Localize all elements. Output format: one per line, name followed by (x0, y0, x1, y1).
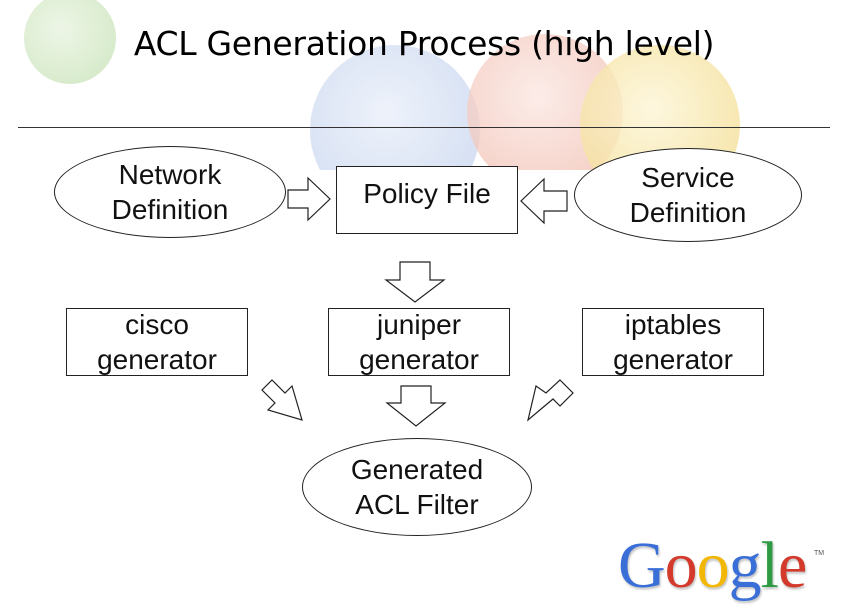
service-definition-node: Service Definition (574, 148, 802, 242)
arrow-service-to-policy (520, 177, 568, 225)
generated-acl-filter-node: Generated ACL Filter (302, 438, 532, 536)
logo-letter: o (696, 529, 730, 602)
cisco-generator-node: cisco generator (66, 308, 248, 376)
google-logo: Google (618, 528, 807, 604)
policy-file-node: Policy File (336, 166, 518, 234)
arrow-iptables-to-filter (527, 379, 574, 422)
trademark-mark: TM (814, 550, 825, 557)
title-divider (18, 127, 830, 128)
background-decoration (24, 0, 740, 170)
arrow-juniper-to-filter (385, 385, 447, 427)
arrow-policy-to-generators (384, 261, 446, 303)
logo-letter: e (778, 529, 807, 602)
logo-letter: G (618, 529, 666, 602)
logo-letter: l (760, 529, 779, 602)
logo-letter: o (664, 529, 698, 602)
logo-wordmark: Google (618, 529, 807, 602)
slide-title: ACL Generation Process (high level) (133, 24, 715, 63)
network-definition-node: Network Definition (54, 146, 286, 238)
arrow-cisco-to-filter (261, 379, 303, 421)
juniper-generator-node: juniper generator (328, 308, 510, 376)
arrow-network-to-policy (287, 176, 331, 222)
logo-letter: g (728, 529, 762, 602)
iptables-generator-node: iptables generator (582, 308, 764, 376)
